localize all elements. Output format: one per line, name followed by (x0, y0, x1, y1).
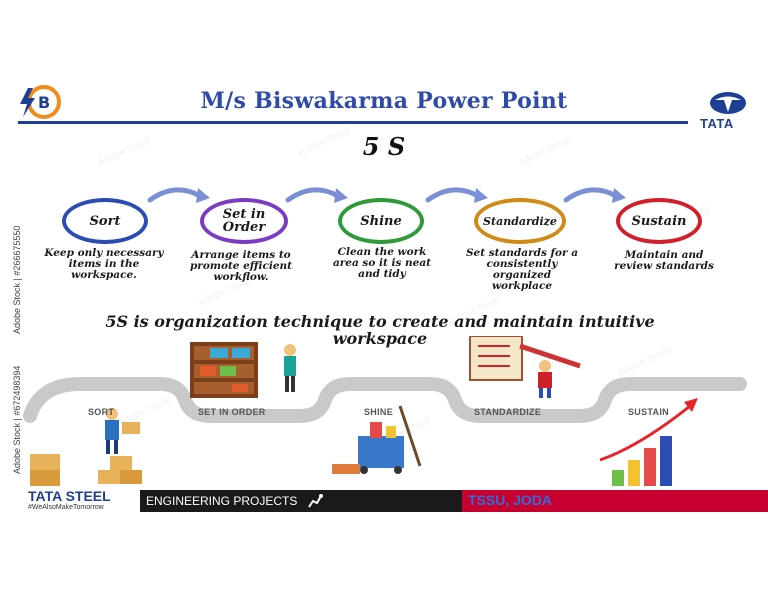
tata-logo (708, 90, 748, 116)
boxes-icon (30, 408, 142, 486)
tata-emblem-icon (710, 92, 746, 114)
cleaning-cart-icon (332, 405, 422, 474)
step-standardize-circle: Standardize (474, 198, 566, 244)
five-s-heading: 5 S (362, 132, 406, 161)
page-title: M/s Biswakarma Power Point (200, 88, 568, 114)
flow-arrows (147, 187, 626, 203)
step-set-in-order-circle: Set in Order (200, 198, 288, 244)
step-set-in-order-desc: Arrange items to promote efficient workf… (189, 249, 293, 283)
arrow-icon (563, 187, 619, 203)
worker-icon (284, 344, 296, 392)
step-sustain-desc: Maintain and review standards (614, 249, 714, 272)
shelf-icon (190, 342, 258, 398)
robot-arm-icon (306, 492, 324, 510)
tata-steel-logo: TATA STEEL (28, 488, 111, 504)
five-s-tagline: 5S is organization technique to create a… (105, 312, 655, 348)
footer-dark-segment (140, 490, 462, 512)
road-label-sustain: SUSTAIN (628, 407, 669, 417)
five-s-road-illustration (23, 336, 747, 486)
road-label-set-in-order: SET IN ORDER (198, 407, 266, 417)
tata-wordmark: TATA (700, 116, 734, 131)
arrow-icon (147, 187, 203, 203)
tata-steel-hashtag: #WeAlsoMakeTomorrow (28, 504, 104, 511)
lightning-b-icon: B (20, 85, 61, 119)
road-label-shine: SHINE (364, 407, 394, 417)
footer-location: TSSU, JODA (468, 492, 553, 508)
arrow-icon (285, 187, 341, 203)
header-divider (18, 121, 688, 124)
road-label-standardize: STANDARDIZE (474, 407, 542, 417)
step-standardize-desc: Set standards for a consistently organiz… (465, 247, 579, 292)
road-label-sort: SORT (88, 407, 115, 417)
step-sustain-circle: Sustain (616, 198, 702, 244)
checklist-icon (469, 336, 581, 398)
growth-bars-icon (599, 398, 698, 486)
step-sort-desc: Keep only necessary items in the workspa… (44, 247, 164, 281)
step-shine-desc: Clean the work area so it is neat and ti… (332, 246, 432, 280)
step-shine-circle: Shine (338, 198, 424, 244)
biswakarma-logo: B (18, 84, 62, 120)
arrow-icon (425, 187, 481, 203)
stock-credit-top: Adobe Stock | #266675550 (12, 225, 22, 334)
step-sort-circle: Sort (62, 198, 148, 244)
svg-text:B: B (38, 93, 50, 112)
slide: B M/s Biswakarma Power Point TATA 5 S Ad… (0, 76, 768, 516)
stock-credit-bottom: Adobe Stock | #672498394 (12, 365, 22, 474)
footer-division: ENGINEERING PROJECTS (146, 494, 298, 508)
